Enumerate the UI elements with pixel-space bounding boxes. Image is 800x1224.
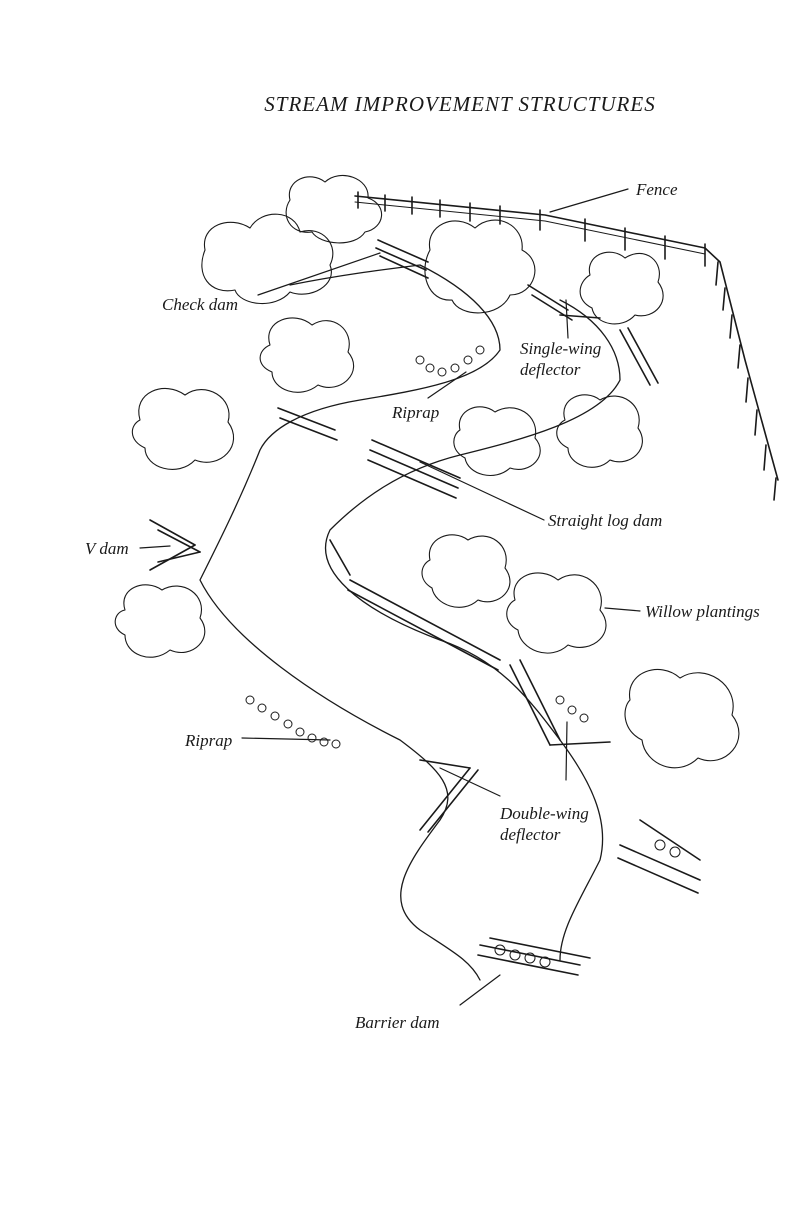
label-v-dam: V dam — [85, 539, 129, 558]
leader-straight-log-dam — [419, 461, 545, 521]
leader-double-wing-deflector-a — [439, 767, 501, 797]
page-title: STREAM IMPROVEMENT STRUCTURES — [264, 92, 656, 116]
leader-single-wing-deflector — [565, 299, 569, 339]
leader-riprap-upper — [427, 371, 467, 399]
leader-double-wing-deflector-b — [565, 721, 568, 781]
leader-lines — [139, 188, 641, 1006]
label-check-dam: Check dam — [162, 295, 239, 314]
leader-willow-plantings — [604, 607, 641, 612]
leader-riprap-lower — [241, 737, 331, 741]
label-riprap-upper: Riprap — [392, 403, 440, 422]
leader-v-dam — [139, 545, 171, 549]
riprap-stones — [245, 345, 681, 968]
label-riprap-lower: Riprap — [185, 731, 233, 750]
label-fence: Fence — [636, 180, 678, 199]
label-straight-log-dam: Straight log dam — [548, 511, 663, 530]
label-double-wing-deflector: Double-wing deflector — [500, 804, 589, 844]
label-willow-plantings: Willow plantings — [645, 602, 760, 621]
leader-check-dam — [257, 252, 381, 296]
label-barrier-dam: Barrier dam — [355, 1013, 440, 1032]
log-structures — [149, 239, 701, 976]
leader-fence — [549, 188, 629, 213]
stream-banks — [199, 264, 621, 981]
tree-clumps — [114, 174, 740, 769]
fence — [354, 191, 779, 501]
label-single-wing-deflector: Single-wing deflector — [520, 339, 602, 379]
leader-barrier-dam — [459, 974, 501, 1006]
